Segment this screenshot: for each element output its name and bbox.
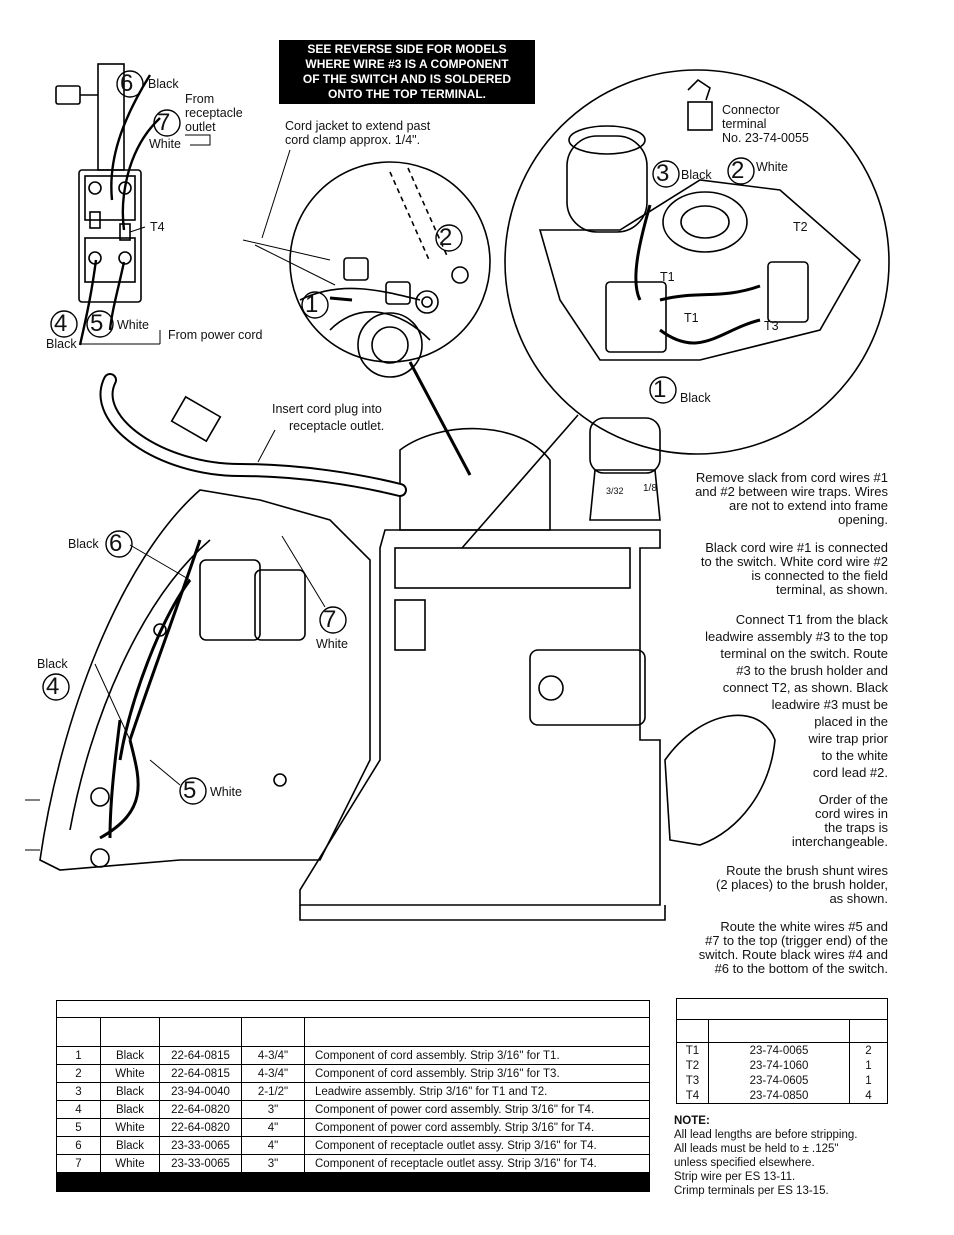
label-cord-jacket: Cord jacket to extend past (285, 119, 431, 133)
circle-4: 4 (54, 310, 68, 337)
table-title-row (56, 1000, 650, 1018)
note-line: Strip wire per ES 13-11. (674, 1171, 796, 1183)
switch-wiring-detail (55, 63, 211, 346)
label-black: Black (148, 77, 179, 91)
circle-6: 6 (120, 70, 134, 97)
label-from-power-cord: From power cord (168, 328, 263, 342)
label-t1: T1 (684, 311, 699, 325)
table-header-row (56, 1017, 650, 1047)
circle-1: 1 (653, 376, 667, 403)
label-cord-jacket: cord clamp approx. 1/4". (285, 133, 421, 147)
table-row: 6 Black 23-33-0065 4" Component of recep… (56, 1136, 650, 1155)
label-t3: T3 (764, 319, 779, 333)
circle-4: 4 (46, 673, 60, 700)
circle-2: 2 (731, 157, 745, 184)
table-row: 3 Black 23-94-0040 2-1/2" Leadwire assem… (56, 1082, 650, 1101)
table-row: 5 White 22-64-0820 4" Component of power… (56, 1118, 650, 1137)
terminal-table: T1 23-74-0065 2 T2 23-74-1060 1 T3 23-74… (676, 998, 888, 1104)
label-outlet: outlet (185, 120, 216, 134)
note-line: All leads must be held to ± .125" (674, 1143, 839, 1155)
note-line: Crimp terminals per ES 13-15. (674, 1185, 829, 1197)
label-terminal: terminal (722, 117, 767, 131)
label-black: Black (680, 391, 711, 405)
router-body (99, 373, 776, 921)
table-row: 2 White 22-64-0815 4-3/4" Component of c… (56, 1064, 650, 1083)
label-black: Black (68, 537, 99, 551)
table-header-row (676, 1019, 888, 1043)
notes-block: NOTE: All lead lengths are before stripp… (674, 1114, 857, 1198)
circled-numbers (42, 70, 755, 805)
table-title-row (676, 998, 888, 1020)
label-white: White (149, 137, 181, 151)
table-row: 7 White 23-33-0065 3" Component of recep… (56, 1154, 650, 1173)
notes-heading: NOTE: (674, 1115, 710, 1127)
label-dial: 3/32 (606, 486, 624, 496)
instruction-shunt: Route the brush shunt wires (2 places) t… (716, 863, 888, 906)
label-white: White (210, 785, 242, 799)
label-connector-no: No. 23-74-0055 (722, 131, 809, 145)
note-line: unless specified elsewhere. (674, 1157, 815, 1169)
label-insert-plug: receptacle outlet. (289, 419, 385, 433)
notice-line: ONTO THE TOP TERMINAL. (327, 87, 486, 101)
table-row: T3 23-74-0605 1 (676, 1073, 888, 1088)
circle-2: 2 (439, 224, 453, 251)
table-row: 4 Black 22-64-0820 3" Component of power… (56, 1100, 650, 1119)
label-black: Black (37, 657, 68, 671)
circle-6: 6 (109, 530, 123, 557)
label-white: White (117, 318, 149, 332)
instruction-cord-wires: Black cord wire #1 is connected to the s… (700, 540, 888, 597)
table-row: 1 Black 22-64-0815 4-3/4" Component of c… (56, 1046, 650, 1065)
instruction-t1: Connect T1 from the black leadwire assem… (705, 612, 888, 780)
label-white: White (756, 160, 788, 174)
label-receptacle: receptacle (185, 106, 243, 120)
notice-line: SEE REVERSE SIDE FOR MODELS (307, 42, 507, 56)
table-row: T1 23-74-0065 2 (676, 1042, 888, 1058)
circle-5: 5 (183, 777, 197, 804)
notice-line: OF THE SWITCH AND IS SOLDERED (302, 72, 512, 86)
table-footer-bar (56, 1172, 650, 1192)
label-t1: T1 (660, 270, 675, 284)
notice-box: SEE REVERSE SIDE FOR MODELS WHERE WIRE #… (279, 40, 535, 104)
circle-7: 7 (323, 606, 337, 633)
label-t4: T4 (150, 220, 165, 234)
label-connector: Connector (722, 103, 780, 117)
switch-top-detail (461, 69, 890, 549)
circle-5: 5 (90, 310, 104, 337)
circle-1: 1 (305, 291, 319, 318)
label-white: White (316, 637, 348, 651)
note-line: All lead lengths are before stripping. (674, 1129, 858, 1141)
label-black: Black (681, 168, 712, 182)
notice-line: WHERE WIRE #3 IS A COMPONENT (305, 57, 509, 71)
table-row: T2 23-74-1060 1 (676, 1058, 888, 1073)
wire-table: 1 Black 22-64-0815 4-3/4" Component of c… (56, 1000, 650, 1192)
label-black: Black (46, 337, 77, 351)
label-t2: T2 (793, 220, 808, 234)
instruction-route-white: Route the white wires #5 and #7 to the t… (698, 919, 888, 976)
instruction-slack: Remove slack from cord wires #1 and #2 b… (695, 470, 888, 527)
instruction-order: Order of the cord wires in the traps is … (791, 792, 888, 849)
table-row: T4 23-74-0850 4 (676, 1088, 888, 1104)
circle-3: 3 (656, 160, 670, 187)
label-from: From (185, 92, 215, 106)
cord-clamp-detail (242, 149, 491, 476)
label-insert-plug: Insert cord plug into (272, 402, 382, 416)
label-dial: 1/8 (643, 483, 657, 494)
circle-7: 7 (157, 109, 171, 136)
router-handle (25, 429, 371, 871)
